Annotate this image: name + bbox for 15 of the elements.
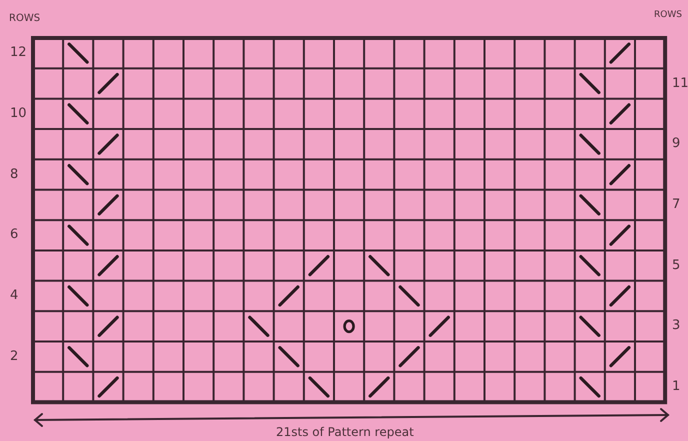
row-number: 7: [672, 198, 680, 211]
row-number: 10: [10, 106, 27, 120]
repeat-note: 21sts of Pattern repeat: [276, 426, 414, 438]
row-number: 6: [10, 228, 18, 242]
row-number: 11: [672, 76, 688, 90]
row-number: 1: [672, 380, 680, 394]
axis-title: ROWS: [654, 11, 682, 20]
row-number: 9: [672, 137, 680, 150]
row-number: 5: [672, 258, 680, 272]
row-number: 12: [10, 46, 27, 60]
row-number: 2: [10, 350, 18, 363]
row-number: 4: [10, 288, 18, 302]
row-number: 8: [10, 168, 18, 181]
axis-title: ROWS: [9, 14, 40, 24]
row-number: 3: [672, 319, 680, 332]
